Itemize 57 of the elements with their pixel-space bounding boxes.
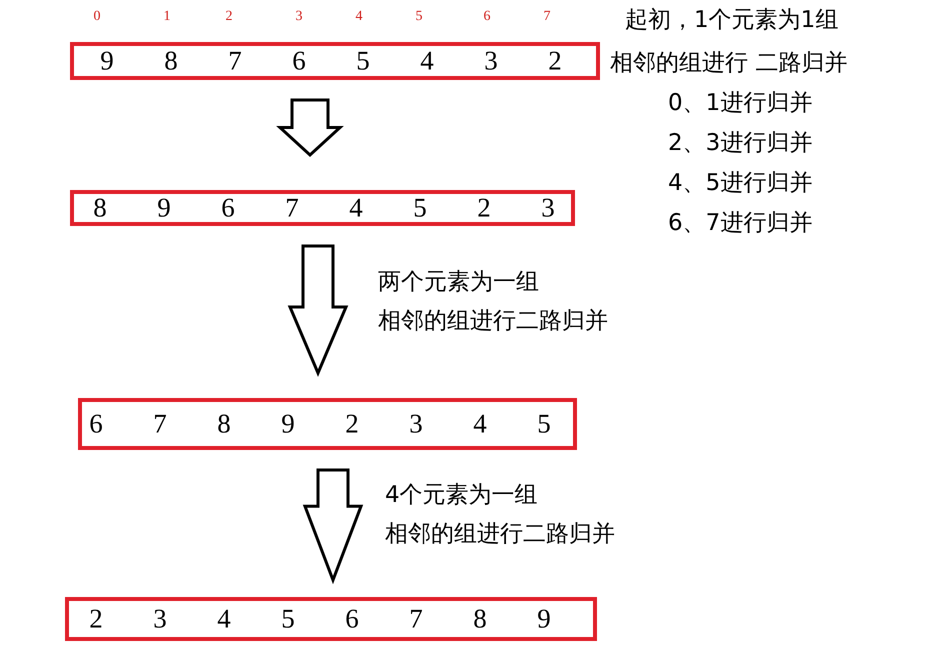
array-element: 5 [281, 606, 295, 632]
array-element: 4 [420, 48, 434, 74]
index-label: 2 [226, 10, 232, 24]
note-text: 相邻的组进行二路归并 [378, 310, 608, 333]
index-label: 0 [94, 10, 100, 24]
note-text: 0、1进行归并 [668, 92, 812, 115]
array-element: 9 [537, 606, 551, 632]
arrow [288, 244, 348, 377]
index-label: 6 [484, 10, 490, 24]
arrow [302, 468, 364, 584]
array-element: 3 [541, 194, 555, 222]
index-label: 1 [164, 10, 170, 24]
array-element: 9 [157, 194, 171, 222]
array-element: 6 [292, 48, 306, 74]
array-element: 2 [477, 194, 491, 222]
array-element: 5 [537, 410, 551, 438]
array-element: 7 [228, 48, 242, 74]
array-element: 6 [345, 606, 359, 632]
array-element: 3 [153, 606, 167, 632]
arrow [276, 98, 344, 158]
note-text: 4、5进行归并 [668, 172, 812, 195]
array-element: 5 [413, 194, 427, 222]
array-element: 7 [153, 410, 167, 438]
index-label: 7 [544, 10, 550, 24]
array-element: 9 [100, 48, 114, 74]
note-text: 4个元素为一组 [385, 484, 538, 507]
array-element: 8 [473, 606, 487, 632]
array-element: 7 [285, 194, 299, 222]
array-element: 7 [409, 606, 423, 632]
array-element: 4 [217, 606, 231, 632]
array-element: 2 [89, 606, 103, 632]
array-element: 2 [345, 410, 359, 438]
array-element: 5 [356, 48, 370, 74]
index-label: 3 [296, 10, 302, 24]
index-label: 4 [356, 10, 362, 24]
array-element: 2 [548, 48, 562, 74]
note-text: 相邻的组进行 二路归并 [610, 52, 848, 75]
array-element: 4 [473, 410, 487, 438]
array-element: 6 [89, 410, 103, 438]
array-element: 6 [221, 194, 235, 222]
array-box [70, 42, 600, 80]
array-element: 4 [349, 194, 363, 222]
array-element: 9 [281, 410, 295, 438]
array-box [78, 398, 577, 450]
array-element: 3 [409, 410, 423, 438]
array-element: 3 [484, 48, 498, 74]
note-text: 两个元素为一组 [378, 271, 539, 294]
note-text: 起初，1个元素为1组 [625, 9, 838, 32]
array-box [65, 597, 597, 641]
array-element: 8 [93, 194, 107, 222]
array-element: 8 [164, 48, 178, 74]
index-label: 5 [416, 10, 422, 24]
note-text: 6、7进行归并 [668, 212, 812, 235]
note-text: 2、3进行归并 [668, 132, 812, 155]
array-box [70, 190, 575, 226]
array-element: 8 [217, 410, 231, 438]
note-text: 相邻的组进行二路归并 [385, 523, 615, 546]
